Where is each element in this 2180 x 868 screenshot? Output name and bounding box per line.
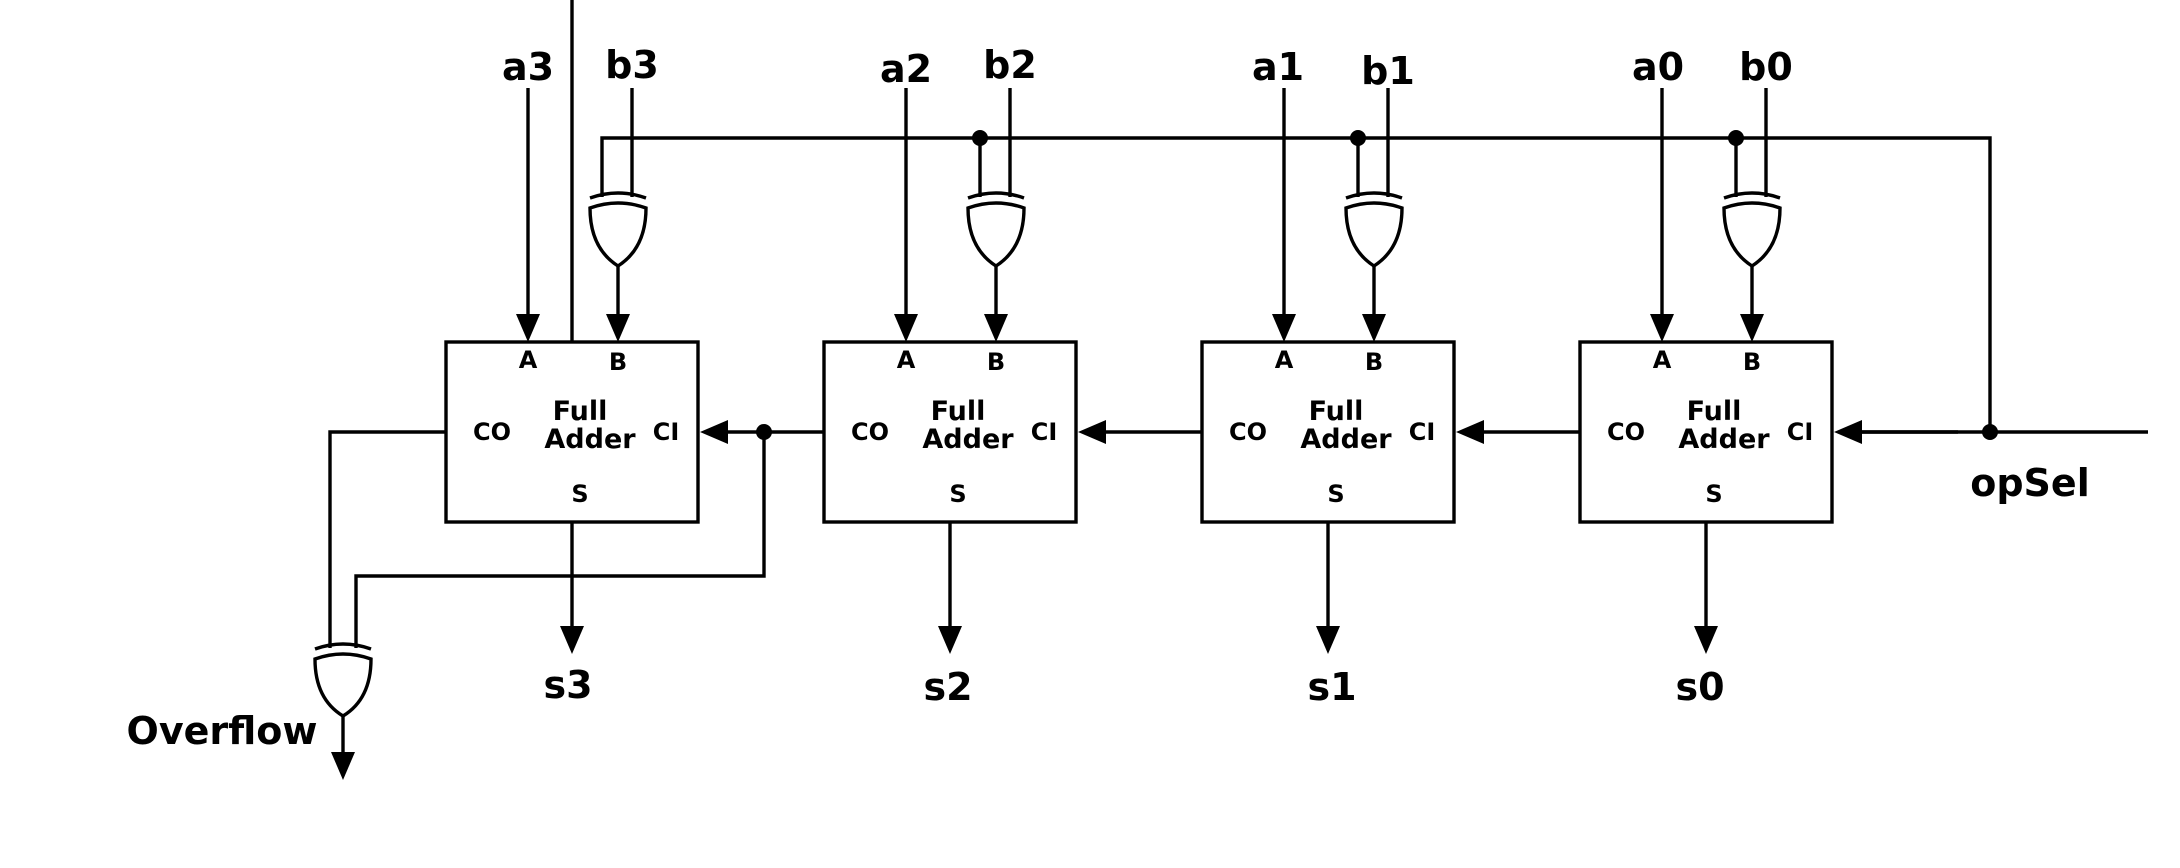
full-adder-1: A B CO CI Full Adder S [1200,340,1456,524]
pin-s-label: S [1705,480,1722,508]
pin-a-label: A [897,346,916,374]
output-s0-label: s0 [1675,665,1724,709]
input-b3-label: b3 [605,43,659,87]
input-b1-label: b1 [1361,49,1415,93]
pin-ci-label: CI [1409,418,1436,446]
junction-dot [972,130,988,146]
output-labels: s3 s2 s1 s0 Overflow [127,663,1725,753]
input-a1-label: a1 [1252,45,1304,89]
opsel-label: opSel [1970,461,2089,505]
input-b0-label: b0 [1739,45,1793,89]
overflow-label: Overflow [127,709,318,753]
junction-dot [1982,424,1998,440]
adder-title-line1: Full [931,396,986,427]
sum-output-wires [560,0,1718,654]
pin-b-label: B [1365,348,1383,376]
pin-a-label: A [1653,346,1672,374]
pin-s-label: S [571,480,588,508]
pin-b-label: B [1743,348,1761,376]
carry-chain-wires [700,420,1958,444]
input-b2-label: b2 [983,43,1037,87]
pin-co-label: CO [1229,418,1267,446]
pin-a-label: A [1275,346,1294,374]
adder-title-line2: Adder [1678,424,1770,455]
xor-gate-icon [588,191,648,342]
b-input-wires [630,88,1768,197]
pin-s-label: S [949,480,966,508]
output-s2-label: s2 [923,665,972,709]
xor-gate-icon [1344,191,1404,342]
adder-title-line1: Full [1687,396,1742,427]
output-s3-label: s3 [543,663,592,707]
input-a2-label: a2 [880,47,932,91]
pin-ci-label: CI [653,418,680,446]
adder-title-line1: Full [1309,396,1364,427]
junction-dot [1350,130,1366,146]
full-adder-2: A B CO CI Full Adder S [822,340,1078,524]
pin-s-label: S [1327,480,1344,508]
pin-a-label: A [519,346,538,374]
pin-co-label: CO [851,418,889,446]
xor-gate-icon [966,191,1026,342]
input-a0-label: a0 [1632,45,1684,89]
pin-co-label: CO [473,418,511,446]
output-s1-label: s1 [1307,665,1356,709]
adder-title-line2: Adder [544,424,636,455]
pin-ci-label: CI [1031,418,1058,446]
pin-b-label: B [987,348,1005,376]
overflow-wires [328,430,766,648]
full-adder-3: A B CO CI Full Adder S [444,340,700,524]
adder-title-line2: Adder [1300,424,1392,455]
pin-ci-label: CI [1787,418,1814,446]
full-adder-0: A B CO CI Full Adder S [1578,340,1834,524]
adder-title-line1: Full [553,396,608,427]
pin-co-label: CO [1607,418,1645,446]
xor-gate-icon [1722,191,1782,342]
pin-b-label: B [609,348,627,376]
a-input-wires [516,88,1674,342]
xor-gate-icon [313,642,373,780]
input-a3-label: a3 [502,45,554,89]
adder-title-line2: Adder [922,424,1014,455]
junction-dot [1728,130,1744,146]
input-labels: a3 b3 a2 b2 a1 b1 a0 b0 opSel [502,43,2090,505]
